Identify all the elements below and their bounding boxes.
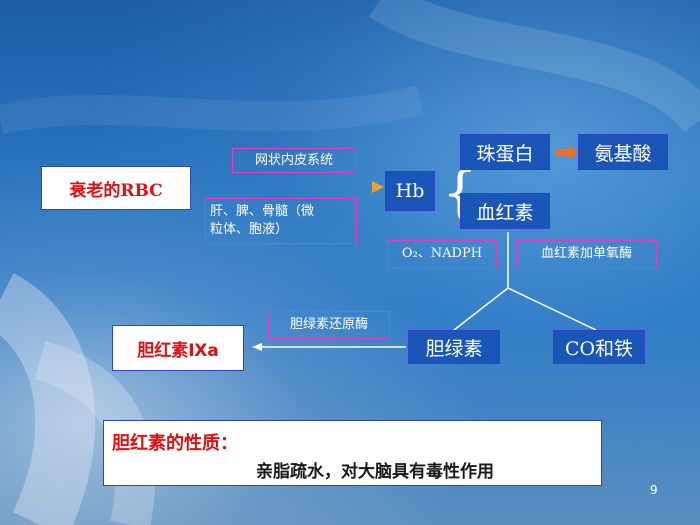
amino-acid-box: 氨基酸 — [578, 134, 668, 170]
globin-to-amino-arrow-shaft — [556, 149, 570, 156]
bilirubin-label: 胆红素Ⅸa — [137, 340, 219, 361]
globin-label: 珠蛋白 — [476, 142, 534, 165]
hb-label: Hb — [395, 180, 425, 202]
biliverdin-label: 胆绿素 — [425, 337, 483, 360]
reticuloendothelial-label: 网状内皮系统 — [254, 152, 333, 168]
senescent-rbc-box: 衰老的RBC — [41, 166, 191, 210]
organs-label-line2: 粒体、胞液） — [210, 222, 289, 237]
amino-acid-label: 氨基酸 — [594, 142, 652, 165]
cofactors-label: O₂、NADPH — [401, 246, 483, 262]
co-iron-box: CO和铁 — [553, 330, 645, 364]
bilirubin-properties-box: 胆红素的性质： 亲脂疏水，对大脑具有毒性作用 — [103, 420, 602, 486]
page-number: 9 — [650, 483, 658, 497]
properties-title: 胆红素的性质： — [112, 433, 238, 454]
organs-label-box: 肝、脾、骨髓（微 粒体、胞液） — [205, 198, 357, 244]
globin-box: 珠蛋白 — [460, 134, 550, 170]
reticuloendothelial-label-box: 网状内皮系统 — [232, 148, 356, 173]
biliverdin-reductase-label-box: 胆绿素还原酶 — [268, 311, 390, 339]
globin-to-amino-arrowhead — [569, 145, 578, 160]
biliverdin-reductase-label: 胆绿素还原酶 — [289, 317, 368, 333]
properties-body: 亲脂疏水，对大脑具有毒性作用 — [256, 462, 494, 482]
split-to-co-iron — [507, 287, 597, 331]
heme-oxygenase-label-box: 血红素加单氧酶 — [516, 240, 657, 268]
hb-box: Hb — [385, 171, 435, 211]
split-to-biliverdin — [453, 287, 509, 331]
senescent-rbc-label: 衰老的RBC — [69, 180, 163, 201]
heme-box: 血红素 — [460, 193, 550, 229]
co-iron-label: CO和铁 — [564, 337, 634, 360]
organs-label-line1: 肝、脾、骨髓（微 — [210, 204, 315, 220]
bilirubin-box: 胆红素Ⅸa — [112, 325, 244, 371]
biliverdin-to-bilirubin-arrowhead — [252, 343, 262, 351]
biliverdin-box: 胆绿素 — [408, 330, 500, 364]
cofactors-label-box: O₂、NADPH — [387, 240, 497, 268]
rbc-to-hb-arrowhead — [372, 181, 384, 193]
heme-label: 血红素 — [476, 201, 534, 224]
heme-oxygenase-label: 血红素加单氧酶 — [540, 246, 632, 262]
